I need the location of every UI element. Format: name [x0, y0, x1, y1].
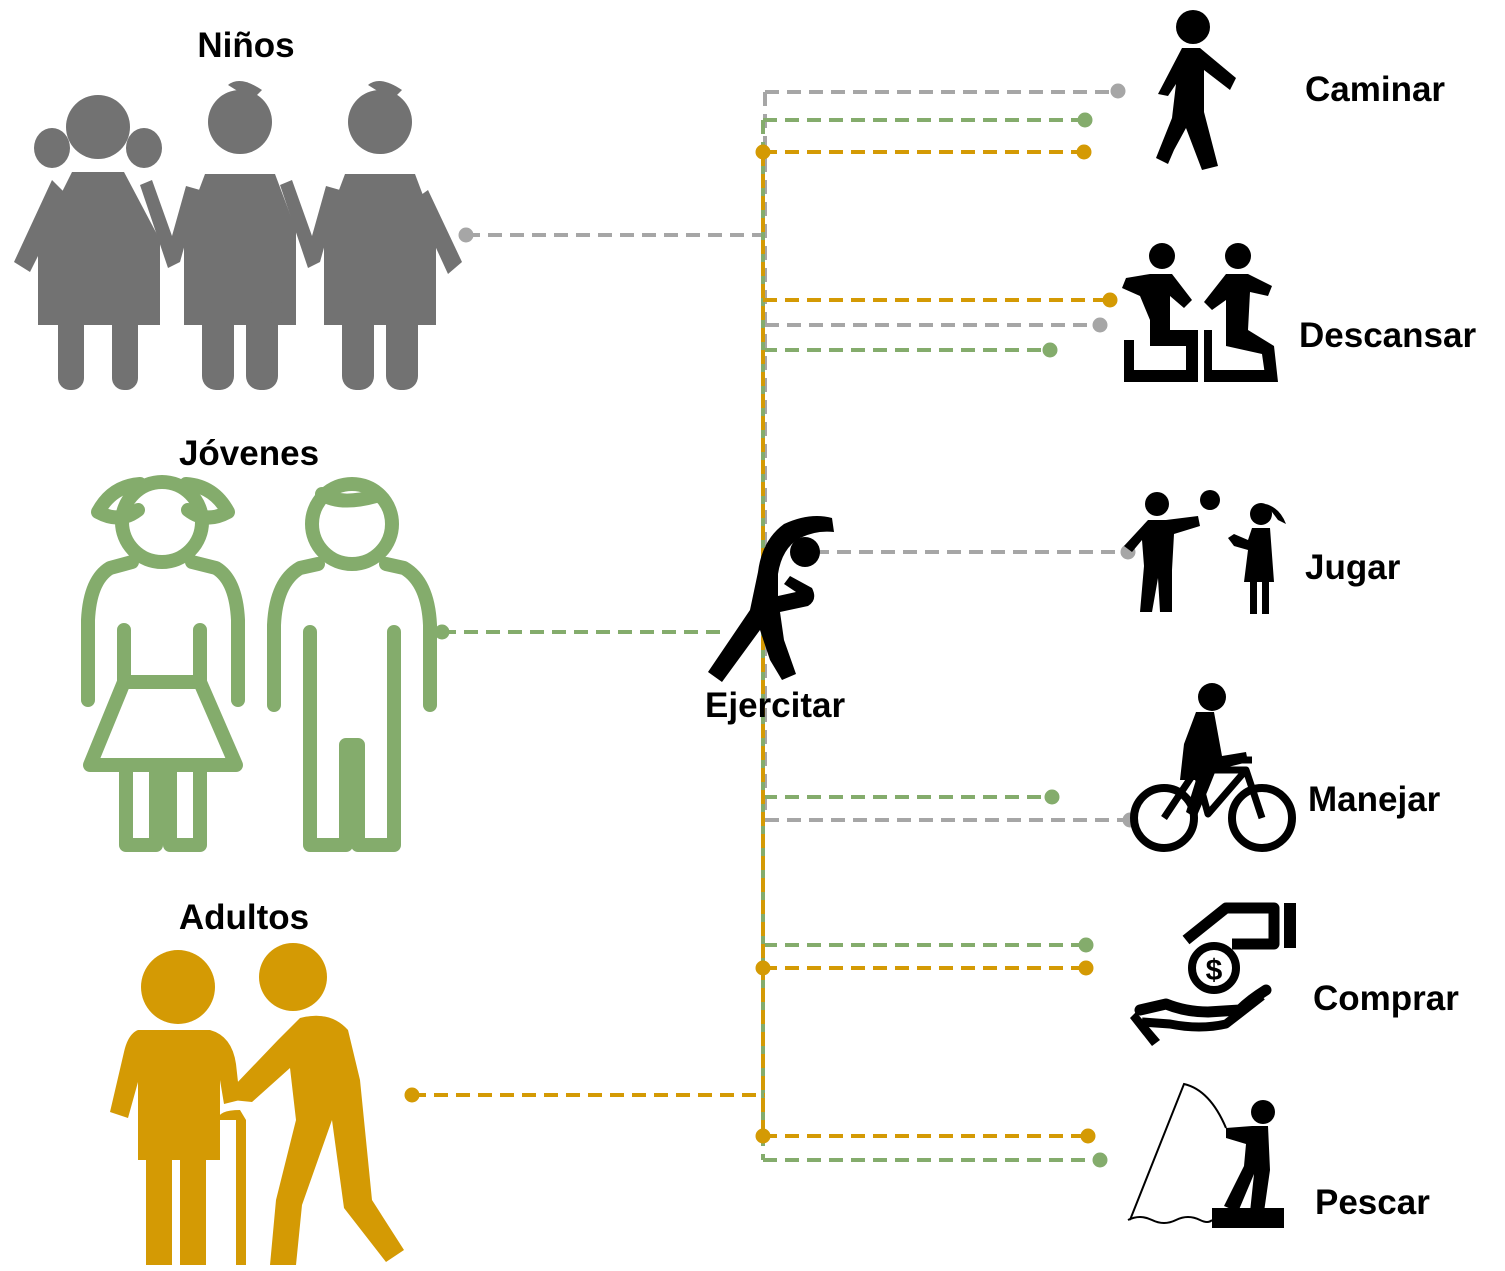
activity-label-manejar: Manejar — [1308, 780, 1441, 819]
children-playing-ball-icon — [1124, 490, 1286, 614]
center-label-ejercitar: Ejercitar — [705, 686, 846, 725]
walking-person-icon — [1156, 10, 1236, 170]
svg-text:$: $ — [1206, 954, 1223, 987]
activity-label-pescar: Pescar — [1315, 1183, 1430, 1222]
activity-label-jugar: Jugar — [1305, 548, 1401, 587]
elderly-couple-icon — [110, 943, 404, 1265]
activity-label-caminar: Caminar — [1305, 70, 1446, 109]
activity-label-descansar: Descansar — [1299, 316, 1477, 355]
people-sitting-icon — [1122, 243, 1278, 382]
person-cycling-icon — [1130, 683, 1296, 852]
exercise-stretch-icon — [708, 516, 834, 682]
youth-pair-outline-icon — [81, 475, 437, 852]
group-label-ninos: Niños — [197, 26, 295, 65]
connectors — [404, 83, 1138, 1168]
activity-label-comprar: Comprar — [1313, 979, 1459, 1018]
group-label-adultos: Adultos — [178, 898, 310, 937]
hand-money-icon: $ — [1130, 902, 1296, 1046]
children-group-icon — [14, 81, 462, 390]
connector-adultos — [404, 144, 1118, 1144]
person-fishing-icon — [1127, 1082, 1284, 1228]
group-label-jovenes: Jóvenes — [178, 434, 320, 473]
